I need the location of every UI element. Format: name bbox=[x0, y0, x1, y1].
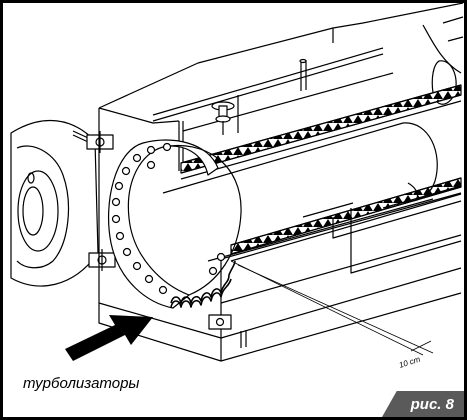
turbulator-strip-lower bbox=[230, 177, 462, 262]
bottom-bracket bbox=[208, 314, 247, 348]
front-flange bbox=[108, 139, 242, 309]
boiler-cutaway-drawing: 10 cm bbox=[10, 3, 464, 370]
turbulators-label: турболизаторы bbox=[23, 375, 140, 392]
dimension-label: 10 cm bbox=[398, 355, 422, 370]
figure-number-tag: рис. 8 bbox=[382, 391, 464, 417]
pointer-arrow bbox=[65, 315, 153, 361]
hinge-upper bbox=[86, 131, 114, 153]
turbulator-strip-upper bbox=[180, 84, 462, 180]
turbulator-coil bbox=[170, 260, 236, 308]
sensor-rod bbox=[299, 58, 307, 91]
boiler-body bbox=[98, 3, 464, 362]
top-valve bbox=[211, 101, 235, 135]
boiler-door bbox=[10, 119, 100, 287]
hinge-lower bbox=[88, 249, 116, 271]
combustion-chamber bbox=[162, 122, 462, 274]
dimension-lines bbox=[230, 260, 434, 356]
